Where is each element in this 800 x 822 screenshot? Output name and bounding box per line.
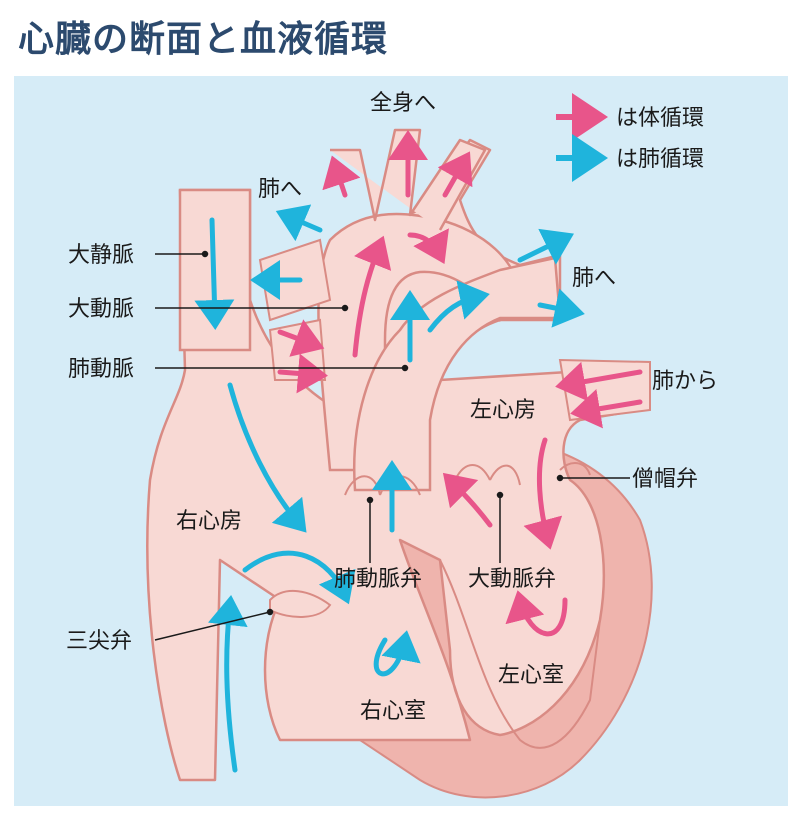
label-to-lung-left: 肺へ [258, 177, 302, 202]
legend-systemic-label: は体循環 [616, 106, 704, 131]
pulmonary-veins-right [558, 358, 651, 422]
label-right-ventricle: 右心室 [360, 699, 426, 724]
label-pulmonary-artery: 肺動脈 [68, 357, 134, 382]
label-vena-cava: 大静脈 [68, 243, 134, 268]
label-left-atrium: 左心房 [470, 398, 536, 423]
ventricular-septum [439, 559, 601, 749]
label-tricuspid-valve: 三尖弁 [66, 629, 132, 654]
label-pulmonary-valve: 肺動脈弁 [334, 567, 422, 592]
mitral-valve-cusp [559, 462, 591, 476]
label-whole-body: 全身へ [370, 91, 436, 116]
systemic-flow-arrows [277, 130, 643, 637]
pulmonary-flow-arrows [194, 204, 585, 773]
label-to-lung-right: 肺へ [572, 266, 616, 291]
label-aorta: 大動脈 [68, 297, 134, 322]
label-from-lung: 肺から [652, 369, 718, 394]
legend: は体循環 は肺循環 [556, 93, 704, 182]
pulmonary-trunk [353, 256, 562, 492]
page-title: 心臓の断面と血液循環 [18, 19, 389, 60]
label-left-ventricle: 左心室 [498, 663, 564, 688]
legend-pulmonary-label: は肺循環 [616, 147, 704, 172]
tricuspid-valve-cusp [269, 589, 332, 618]
leader-lines [154, 250, 630, 641]
label-mitral-valve: 僧帽弁 [632, 467, 698, 492]
label-right-atrium: 右心房 [176, 509, 242, 534]
label-aortic-valve: 大動脈弁 [468, 567, 556, 592]
